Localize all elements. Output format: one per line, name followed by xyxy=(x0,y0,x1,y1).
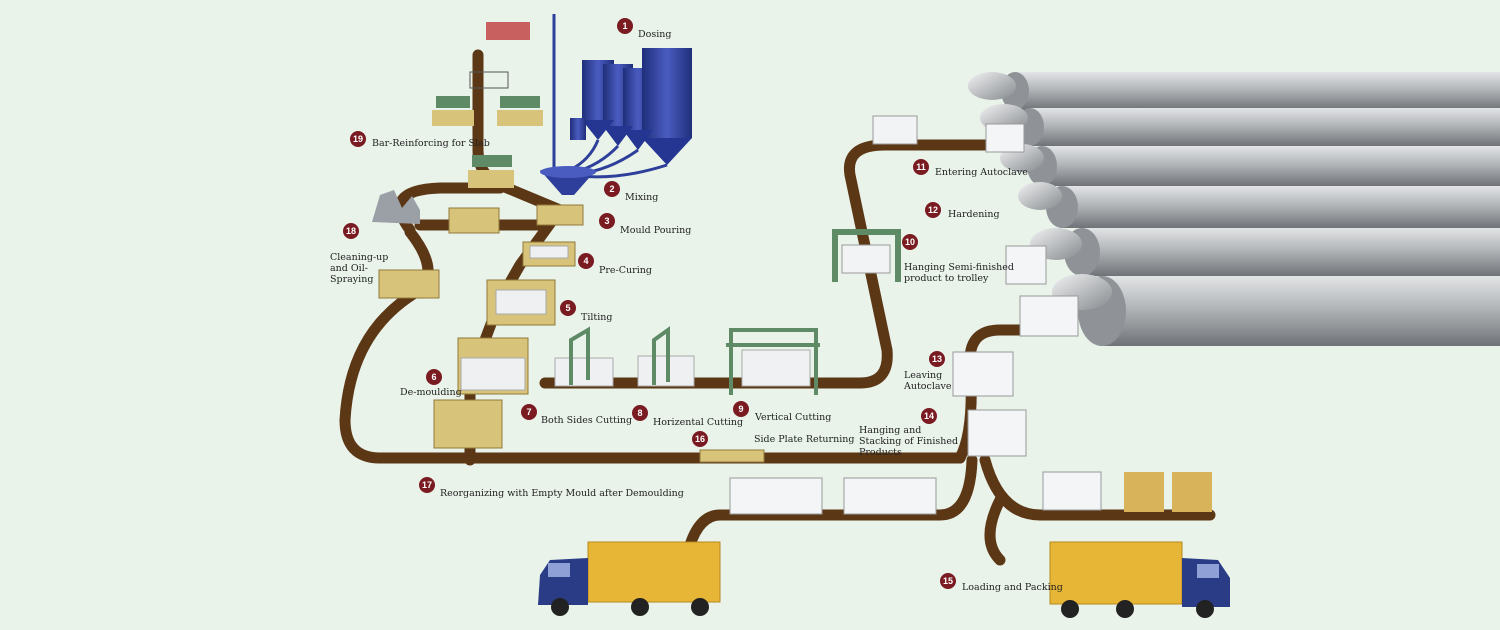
step-15-number: 15 xyxy=(940,573,956,589)
step-13-label: Leaving Autoclave xyxy=(904,370,952,392)
step-14-label: Hanging and Stacking of Finished Product… xyxy=(859,425,959,458)
truck-left xyxy=(538,541,721,616)
truck-right xyxy=(1049,541,1230,618)
trolley-load xyxy=(872,115,918,145)
dosing-silos xyxy=(540,14,692,195)
step-11-label: Entering Autoclave xyxy=(935,167,1028,178)
step-2-number: 2 xyxy=(604,181,620,197)
hanging-crane xyxy=(832,229,901,282)
step-6-label: De-moulding xyxy=(400,387,462,398)
step-13-number: 13 xyxy=(929,351,945,367)
step-16-label: Side Plate Returning xyxy=(754,434,855,445)
step-2-label: Mixing xyxy=(625,192,659,203)
step-7-number: 7 xyxy=(521,404,537,420)
step-9-label: Vertical Cutting xyxy=(755,412,832,423)
reinforcing-cages xyxy=(432,22,543,188)
step-8-label: Horizental Cutting xyxy=(653,417,744,428)
step-16-number: 16 xyxy=(692,431,708,447)
step-1-number: 1 xyxy=(617,18,633,34)
packed-pallet xyxy=(1124,472,1164,512)
step-17-number: 17 xyxy=(419,477,435,493)
step-3-label: Mould Pouring xyxy=(620,225,692,236)
step-10-label: Hanging Semi-finished product to trolley xyxy=(904,262,1014,284)
step-5-label: Tilting xyxy=(581,312,613,323)
step-11-number: 11 xyxy=(913,159,929,175)
step-18-number: 18 xyxy=(343,223,359,239)
step-14-number: 14 xyxy=(921,408,937,424)
step-4-number: 4 xyxy=(578,253,594,269)
finished-blocks xyxy=(729,123,1102,515)
step-7-label: Both Sides Cutting xyxy=(541,415,633,426)
step-15-label: Loading and Packing xyxy=(962,582,1063,593)
step-9-number: 9 xyxy=(733,401,749,417)
concrete-cakes xyxy=(460,245,695,391)
packed-pallet xyxy=(1172,472,1212,512)
step-17-label: Reorganizing with Empty Mould after Demo… xyxy=(440,488,684,499)
step-4-label: Pre-Curing xyxy=(599,265,652,276)
step-12-label: Hardening xyxy=(948,209,1000,220)
step-3-number: 3 xyxy=(599,213,615,229)
step-6-number: 6 xyxy=(426,369,442,385)
step-19-number: 19 xyxy=(350,131,366,147)
step-1-label: Dosing xyxy=(638,29,672,40)
cleaning-machine xyxy=(372,190,420,224)
vertical-cut-block xyxy=(741,349,811,387)
step-8-number: 8 xyxy=(632,405,648,421)
step-10-number: 10 xyxy=(902,234,918,250)
step-19-label: Bar-Reinforcing for Slab xyxy=(372,138,490,149)
cutting-machines xyxy=(569,326,820,395)
step-18-label: Cleaning-up and Oil-Spraying xyxy=(330,252,389,285)
step-12-number: 12 xyxy=(925,202,941,218)
step-5-number: 5 xyxy=(560,300,576,316)
